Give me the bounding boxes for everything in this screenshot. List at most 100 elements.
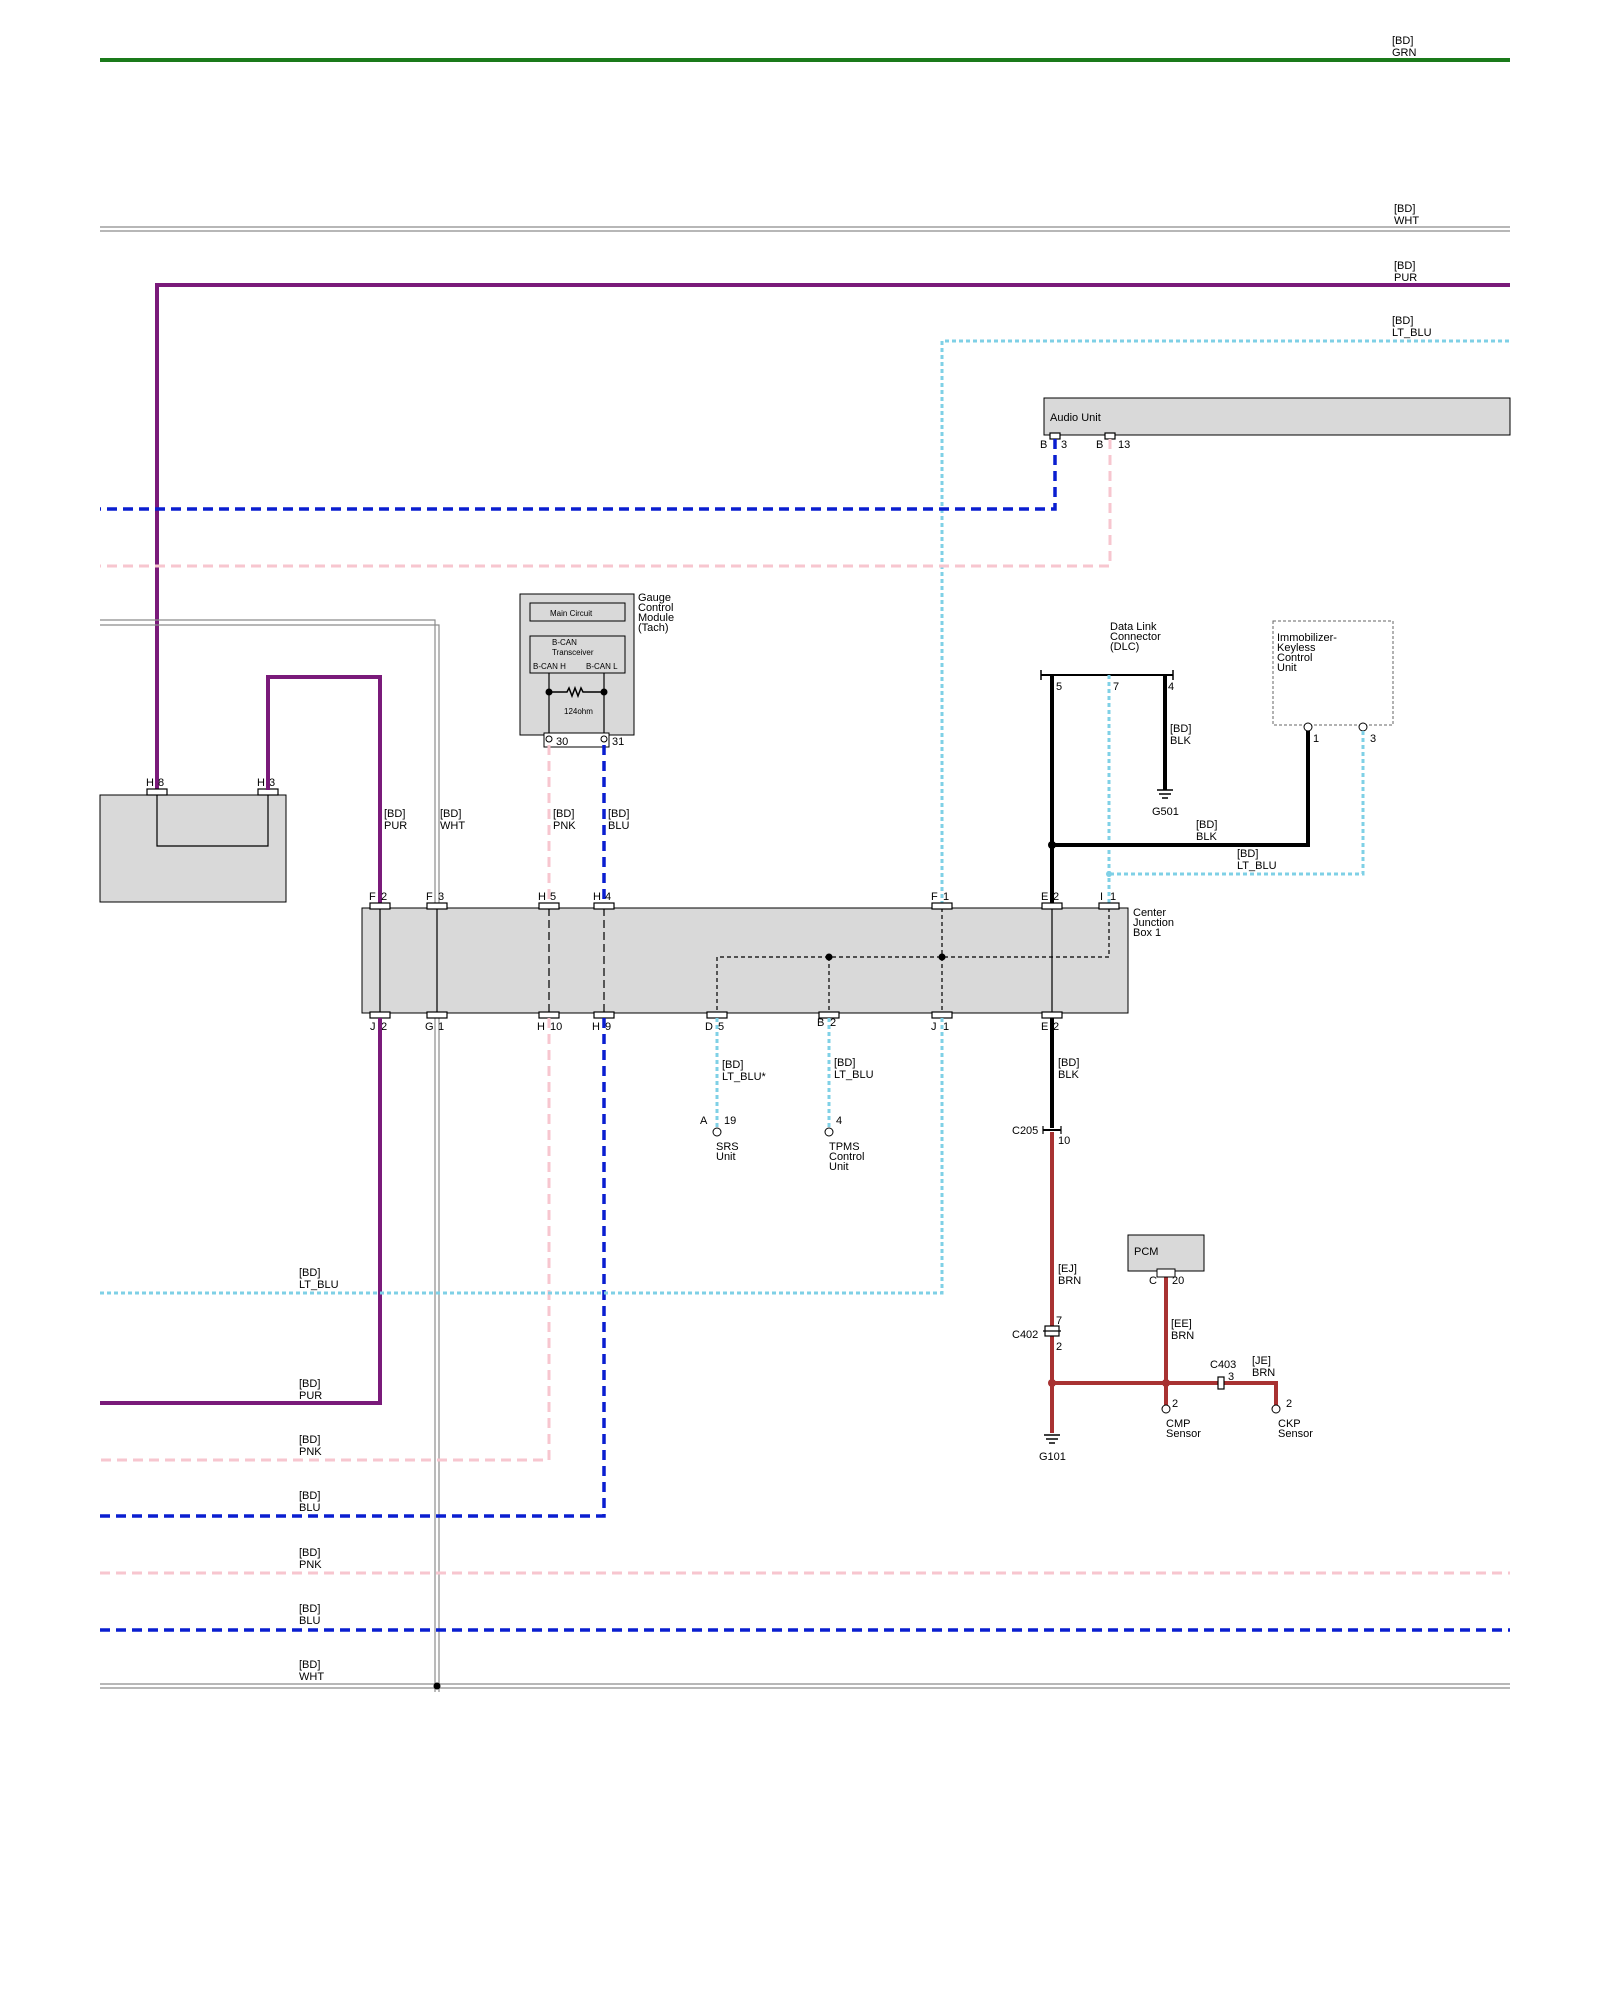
svg-text:Sensor: Sensor — [1166, 1428, 1201, 1440]
srs-conn: A — [700, 1115, 708, 1127]
svg-text:BLU: BLU — [299, 1502, 320, 1514]
dlc-pin-5: 5 — [1056, 681, 1062, 693]
dlc-title: Data Link — [1110, 621, 1157, 633]
cjb-bottom-pins — [369, 1011, 1063, 1019]
left-module-box — [99, 794, 287, 903]
label-pnk-above-code: [BD] — [553, 808, 574, 820]
svg-text:BLK: BLK — [1196, 831, 1217, 843]
svg-text:124ohm: 124ohm — [564, 707, 593, 716]
ground-blk-code: [BD] — [1058, 1057, 1079, 1069]
svg-text:1: 1 — [438, 1021, 444, 1033]
pcm-name: PCM — [1134, 1246, 1158, 1258]
label-wht-color: WHT — [1394, 215, 1419, 227]
svg-text:WHT: WHT — [440, 820, 465, 832]
immobilizer-ltblu-code: [BD] — [1237, 848, 1258, 860]
gauge-main-circuit — [529, 602, 626, 622]
svg-text:1: 1 — [1110, 891, 1116, 903]
pcm-pin: 20 — [1172, 1275, 1184, 1287]
bottom-ltblu-code: [BD] — [299, 1267, 320, 1279]
label-blu-above-code: [BD] — [608, 808, 629, 820]
svg-text:B-CAN L: B-CAN L — [586, 662, 618, 671]
tpms-pin: 4 — [836, 1115, 842, 1127]
audio-unit-box — [1043, 397, 1511, 436]
bottom-pnk2-code: [BD] — [299, 1547, 320, 1559]
svg-text:PNK: PNK — [299, 1446, 322, 1458]
svg-text:2: 2 — [381, 1021, 387, 1033]
svg-text:5: 5 — [718, 1021, 724, 1033]
svg-text:B-CAN H: B-CAN H — [533, 662, 566, 671]
wire-ltblu-bottom — [100, 1018, 944, 1295]
svg-text:B-CAN: B-CAN — [552, 638, 577, 647]
cjb-bottom-pin-h9: H — [592, 1021, 600, 1033]
c403-brn-code: [JE] — [1252, 1355, 1271, 1367]
svg-text:Connector: Connector — [1110, 631, 1161, 643]
wire-pnk-bottom — [100, 1018, 551, 1462]
audio-pin-b13-conn: B — [1096, 439, 1103, 451]
svg-text:BLK: BLK — [1170, 735, 1191, 747]
svg-text:(Tach): (Tach) — [638, 622, 669, 634]
svg-text:Keyless: Keyless — [1277, 642, 1316, 654]
ckp-pin: 2 — [1286, 1398, 1292, 1410]
svg-text:Unit: Unit — [1277, 662, 1297, 674]
bottom-pnk1-code: [BD] — [299, 1434, 320, 1446]
cjb-bottom-pin-e2: E — [1041, 1021, 1048, 1033]
label-pur-above-code: [BD] — [384, 808, 405, 820]
gauge-bcan-transceiver — [529, 635, 626, 674]
svg-text:WHT: WHT — [299, 1671, 324, 1683]
bottom-blu1-code: [BD] — [299, 1490, 320, 1502]
ground-g501-label: G501 — [1152, 806, 1179, 818]
svg-text:2: 2 — [381, 891, 387, 903]
tpms-wire-code: [BD] — [834, 1057, 855, 1069]
wire-ltblu-top — [940, 339, 1510, 905]
svg-text:2: 2 — [830, 1017, 836, 1029]
wire-wht-top — [100, 226, 1510, 232]
c402-label: C402 — [1012, 1329, 1038, 1341]
svg-text:PNK: PNK — [299, 1559, 322, 1571]
svg-text:PNK: PNK — [553, 820, 576, 832]
svg-text:Box 1: Box 1 — [1133, 927, 1161, 939]
wire-blu-bottom — [100, 1018, 606, 1518]
cjb-bottom-pin-j2: J — [370, 1021, 376, 1033]
cjb-bottom-pin-d5: D — [705, 1021, 713, 1033]
svg-text:BRN: BRN — [1058, 1275, 1081, 1287]
left-pin-h3-num: 3 — [269, 777, 275, 789]
cjb-top-pin-f2: F — [369, 891, 376, 903]
label-grn-color: GRN — [1392, 47, 1417, 59]
svg-text:LT_BLU: LT_BLU — [834, 1069, 874, 1081]
wire-wht-bottom-bus — [100, 1682, 1510, 1690]
cjb-title: Center — [1133, 907, 1166, 919]
cjb-top-pin-e2: E — [1041, 891, 1048, 903]
svg-text:Unit: Unit — [716, 1151, 736, 1163]
cjb-top-pin-i1: I — [1100, 891, 1103, 903]
wire-blk-immobilizer — [1052, 731, 1310, 847]
wire-ltblu-immobilizer — [1109, 731, 1365, 876]
pcm-box — [1127, 1234, 1205, 1272]
svg-text:LT_BLU: LT_BLU — [1237, 860, 1277, 872]
wire-pnk-audio — [100, 439, 1112, 568]
srs-pin: 19 — [724, 1115, 736, 1127]
cjb-top-pin-h5: H — [538, 891, 546, 903]
svg-text:LT_BLU*: LT_BLU* — [722, 1071, 767, 1083]
connector-c403 — [1217, 1376, 1225, 1390]
cmp-pin: 2 — [1172, 1398, 1178, 1410]
svg-text:1: 1 — [943, 891, 949, 903]
bottom-pur-code: [BD] — [299, 1378, 320, 1390]
immobilizer-blk-code: [BD] — [1196, 819, 1217, 831]
immobilizer-box — [1272, 620, 1394, 726]
ground-g101-label: G101 — [1039, 1451, 1066, 1463]
bottom-blu2-code: [BD] — [299, 1603, 320, 1615]
svg-text:BLU: BLU — [299, 1615, 320, 1627]
gauge-title: Gauge — [638, 592, 671, 604]
audio-pin-b3-conn: B — [1040, 439, 1047, 451]
svg-text:BRN: BRN — [1171, 1330, 1194, 1342]
ground-g101-symbol — [1044, 1434, 1060, 1444]
svg-text:BRN: BRN — [1252, 1367, 1275, 1379]
wire-wht-left — [100, 619, 440, 1692]
gauge-pin-31: 31 — [612, 736, 624, 748]
audio-pin-b3-num: 3 — [1061, 439, 1067, 451]
immobilizer-pin-3: 3 — [1370, 733, 1376, 745]
brn-ej-code: [EJ] — [1058, 1263, 1077, 1275]
svg-text:5: 5 — [550, 891, 556, 903]
c402-bottom-pin: 2 — [1056, 1341, 1062, 1353]
